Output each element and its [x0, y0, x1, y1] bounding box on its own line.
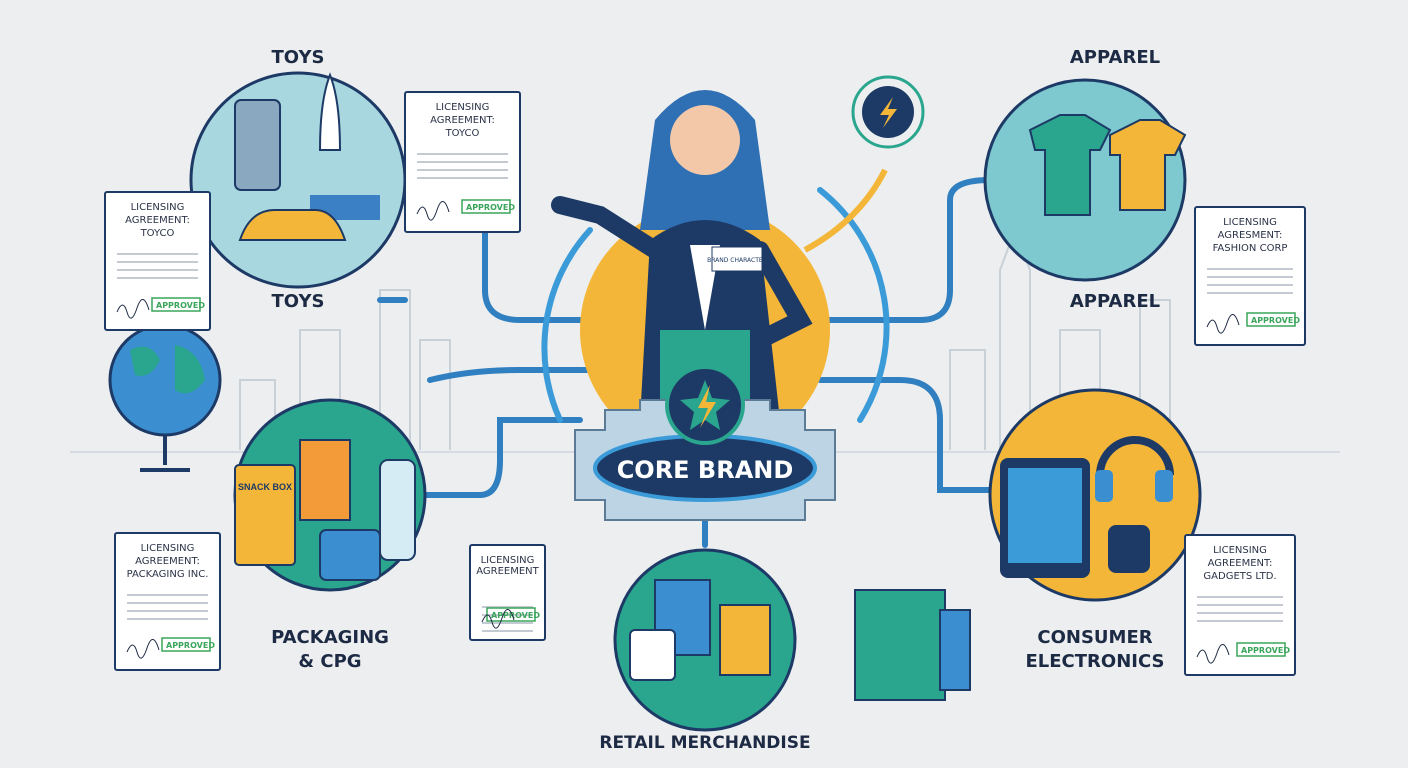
signature	[416, 201, 450, 221]
core-brand-title: CORE BRAND	[617, 456, 794, 484]
approved-stamp-text: APPROVED	[166, 641, 215, 650]
packaging-label-2: & CPG	[298, 651, 361, 672]
document-title-line: LICENSING	[481, 555, 535, 566]
brand-badge: BRAND CHARACTER	[707, 257, 767, 264]
document-title-line: LICENSING	[1213, 545, 1267, 556]
approved-stamp-text: APPROVED	[1241, 646, 1290, 655]
approved-stamp-text: APPROVED	[156, 301, 205, 310]
approved-stamp	[461, 199, 511, 214]
category-toys[interactable]: TOYS TOYS	[189, 47, 407, 312]
core-brand-gear: CORE BRAND	[574, 365, 836, 521]
signature	[481, 609, 515, 629]
document-title-line: PACKAGING INC.	[127, 569, 209, 580]
licensing-agreement-document[interactable]: LICENSING AGREEMENT: TOYCO APPROVED	[404, 91, 521, 233]
document-title-line: AGRESMENT:	[1218, 230, 1283, 241]
snack-box-label: SNACK BOX	[238, 482, 292, 492]
document-title-line: LICENSING	[436, 102, 490, 113]
apparel-label-top: APPAREL	[1070, 47, 1160, 68]
document-title-line: AGREEMENT:	[125, 215, 190, 226]
document-title-line: AGREEMENT	[476, 566, 539, 577]
approved-stamp	[161, 637, 211, 652]
document-title-line: AGREEMENT:	[1208, 558, 1273, 569]
approved-stamp	[1246, 312, 1296, 327]
document-paper	[469, 544, 546, 641]
document-title-line: TOYCO	[445, 128, 480, 139]
signature	[116, 299, 150, 319]
lightning-badge-icon	[851, 75, 925, 149]
retail-label: RETAIL MERCHANDISE	[599, 733, 810, 753]
document-title-line: AGREEMENT:	[135, 556, 200, 567]
document-title-line: LICENSING	[1223, 217, 1277, 228]
toys-label-bottom: TOYS	[272, 291, 325, 312]
growth-arrow-icon	[803, 168, 888, 253]
approved-stamp	[1236, 642, 1286, 657]
licensing-agreement-document[interactable]: LICENSING AGREEMENT: TOYCO APPROVED	[104, 191, 211, 331]
document-title-line: FASHION CORP	[1213, 243, 1288, 254]
licensing-agreement-document[interactable]: LICENSING AGRESMENT: FASHION CORP APPROVED	[1194, 206, 1306, 346]
signature	[1196, 644, 1230, 664]
document-title-line: GADGETS LTD.	[1203, 571, 1276, 582]
globe-icon	[108, 323, 222, 472]
document-paper	[114, 532, 221, 671]
signature	[126, 639, 160, 659]
document-title-line: AGREEMENT:	[430, 115, 495, 126]
licensing-agreement-document[interactable]: LICENSING AGREEMENT: GADGETS LTD. APPROVED	[1184, 534, 1296, 676]
shopping-bags	[854, 589, 971, 701]
toys-label-top: TOYS	[272, 47, 325, 68]
approved-stamp	[151, 297, 201, 312]
document-title-line: TOYCO	[140, 228, 175, 239]
licensing-agreement-document[interactable]: LICENSING AGREEMENT: PACKAGING INC. APPROVE…	[114, 532, 221, 671]
document-title-line: LICENSING	[141, 543, 195, 554]
category-apparel[interactable]: APPAREL APPAREL	[983, 47, 1187, 312]
approved-stamp-text: APPROVED	[491, 611, 540, 620]
category-packaging-cpg[interactable]: SNACK BOX PACKAGING & CPG	[233, 398, 427, 672]
electronics-label-2: ELECTRONICS	[1026, 651, 1165, 672]
connector-lines	[377, 177, 1003, 548]
apparel-label-bottom: APPAREL	[1070, 291, 1160, 312]
document-title-line: LICENSING	[131, 202, 185, 213]
category-consumer-electronics[interactable]: CONSUMER ELECTRONICS	[988, 388, 1202, 672]
packaging-label-1: PACKAGING	[271, 627, 389, 648]
approved-stamp	[486, 607, 536, 622]
approved-stamp-text: APPROVED	[466, 203, 515, 212]
signature	[1206, 314, 1240, 334]
category-retail-merchandise[interactable]: RETAIL MERCHANDISE	[599, 548, 811, 753]
electronics-label-1: CONSUMER	[1037, 627, 1152, 648]
approved-stamp-text: APPROVED	[1251, 316, 1300, 325]
